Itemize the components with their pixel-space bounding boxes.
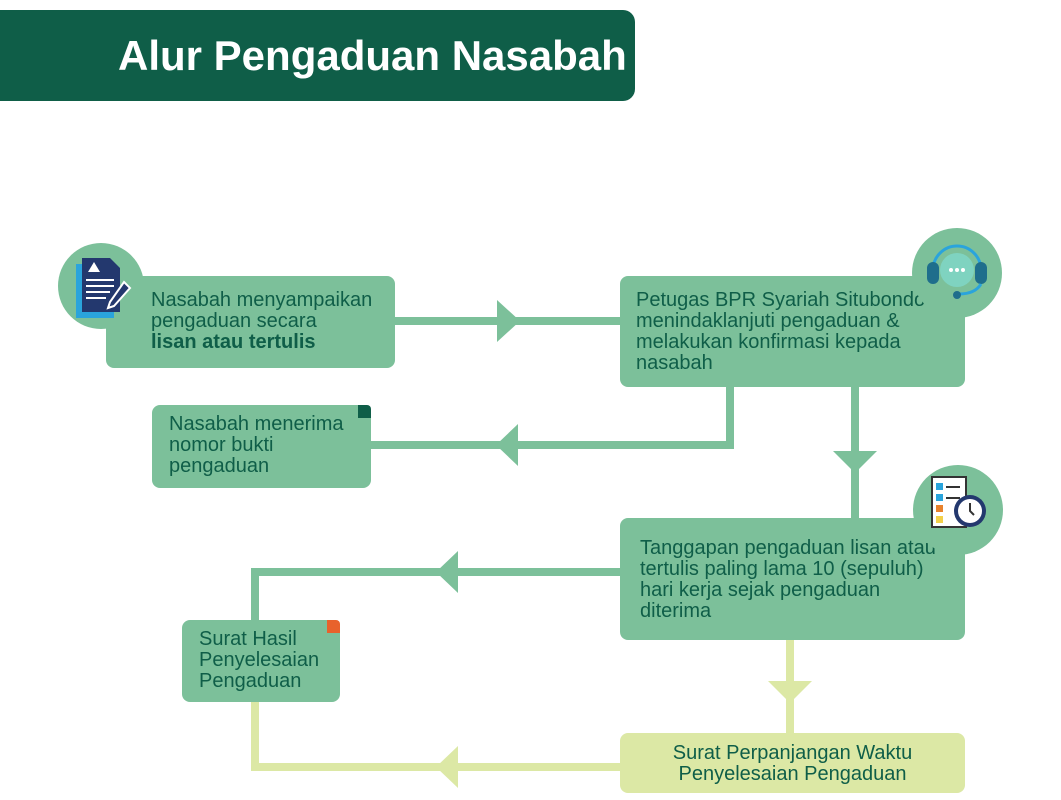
step-text: Tanggapan pengaduan lisan atau xyxy=(640,537,936,559)
step-resolution-letter: Surat Hasil Penyelesaian Pengaduan xyxy=(182,620,340,702)
corner-marker xyxy=(327,620,340,633)
checklist-clock-icon xyxy=(931,476,986,528)
step-text: melakukan konfirmasi kepada xyxy=(636,331,901,353)
arrow-down-icon xyxy=(768,681,812,703)
corner-marker xyxy=(358,405,371,418)
step-text: Surat Hasil xyxy=(199,628,297,650)
step-submit-complaint: Nasabah menyampaikan pengaduan secara li… xyxy=(106,276,395,368)
step-text: tertulis paling lama 10 (sepuluh) xyxy=(640,558,924,580)
step-text: Penyelesaian xyxy=(199,649,320,671)
step-text: hari kerja sejak pengaduan xyxy=(640,579,881,601)
step-officer-followup: Petugas BPR Syariah Situbondo menindakla… xyxy=(620,276,965,387)
title-bar: Alur Pengaduan Nasabah xyxy=(0,10,635,101)
step-text: Nasabah menerima xyxy=(169,413,344,435)
step-text: diterima xyxy=(640,600,712,622)
step-text: Penyelesaian Pengaduan xyxy=(678,763,907,785)
step-receive-receipt: Nasabah menerima nomor bukti pengaduan xyxy=(152,405,371,488)
arrow-left-icon xyxy=(436,746,458,788)
step-text: Nasabah menyampaikan xyxy=(151,289,373,311)
connector-response-result xyxy=(251,568,620,620)
step-response-deadline: Tanggapan pengaduan lisan atau tertulis … xyxy=(620,518,965,640)
step-text: menindaklanjuti pengaduan & xyxy=(636,310,900,332)
step-text: nomor bukti xyxy=(169,434,274,456)
document-warning-icon xyxy=(76,258,132,318)
step-text: Pengaduan xyxy=(199,670,302,692)
step-text-bold: lisan atau tertulis xyxy=(151,331,316,353)
step-text: pengaduan secara xyxy=(151,310,317,332)
step-text: Petugas BPR Syariah Situbondo xyxy=(636,289,926,311)
step-text: pengaduan xyxy=(169,455,270,477)
step-extension-letter: Surat Perpanjangan Waktu Penyelesaian Pe… xyxy=(620,733,965,793)
step-text: Surat Perpanjangan Waktu xyxy=(672,742,913,764)
customer-service-headset-icon xyxy=(927,244,987,299)
arrow-down-icon xyxy=(833,451,877,473)
step-text: nasabah xyxy=(636,352,713,374)
arrow-right-icon xyxy=(497,300,520,342)
arrow-left-icon xyxy=(436,551,458,593)
arrow-left-icon xyxy=(496,424,518,466)
connector-followup-receipt xyxy=(371,387,734,449)
page-title: Alur Pengaduan Nasabah xyxy=(118,32,627,79)
connector-extension-result xyxy=(251,702,620,771)
